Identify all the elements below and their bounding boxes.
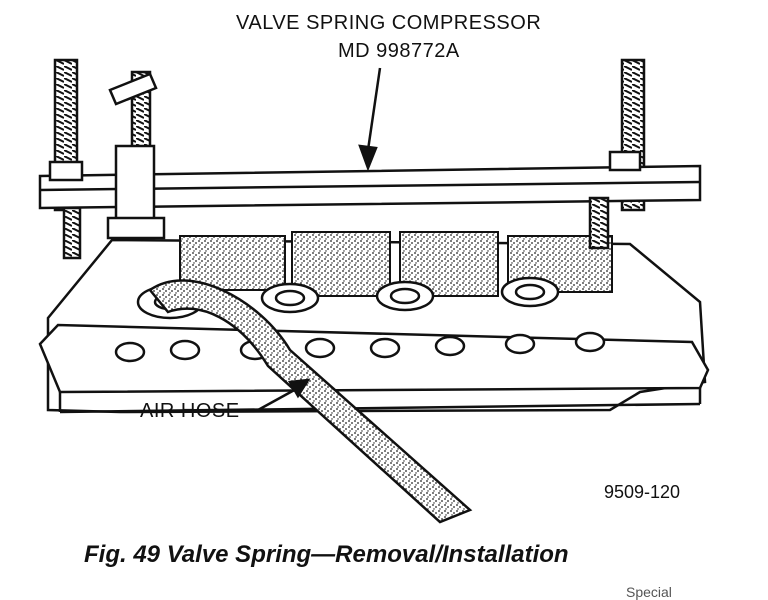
figure-code-label: 9509-120 [604,482,681,502]
leader-lines [257,67,382,412]
tool-name-label: VALVE SPRING COMPRESSOR [236,12,542,34]
hose-arrowhead [287,378,311,399]
hose-leader [257,386,299,412]
compressor-arrowhead [358,144,378,172]
figure-caption: Fig. 49 Valve Spring—Removal/Installatio… [84,541,569,568]
page-corner-text: Special [626,584,672,600]
air-hose [148,279,473,524]
valve-spring-compressor [38,58,702,260]
rocker-bosses [136,276,560,320]
tool-part-number-label: MD 998772A [338,40,460,62]
air-hose-label: AIR HOSE [140,400,240,422]
compressor-leader [366,67,382,151]
